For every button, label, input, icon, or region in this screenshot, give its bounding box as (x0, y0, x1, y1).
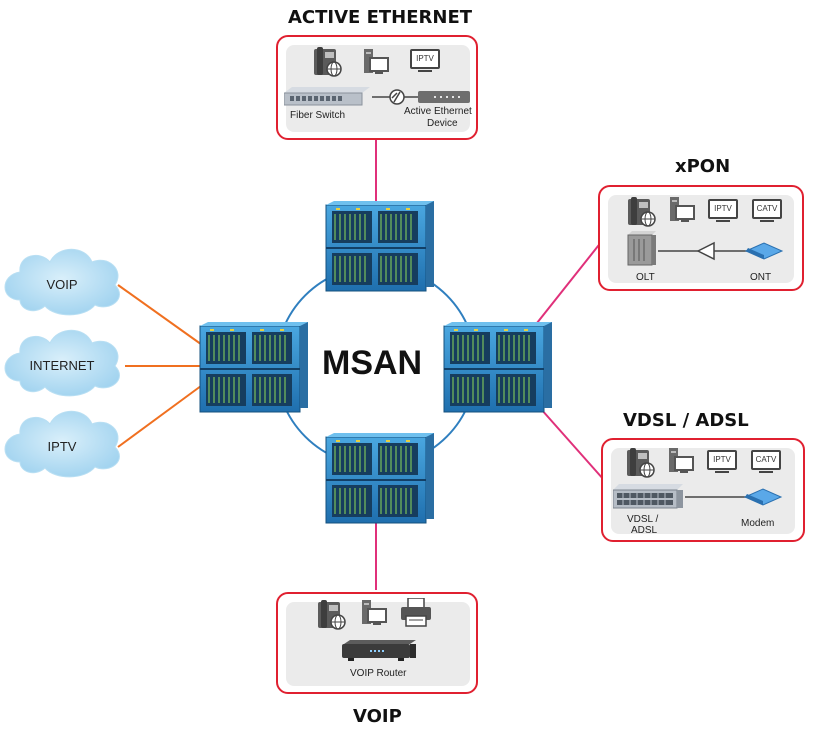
active-ethernet-device-icon (418, 91, 470, 103)
dsl-line-icon (685, 496, 751, 498)
cloud-iptv (4, 410, 120, 478)
computer-icon (669, 448, 694, 474)
voip-router-icon (342, 640, 416, 661)
olt-label: OLT (636, 272, 655, 283)
iptv-icon: IPTV (707, 450, 737, 470)
catv-stand (760, 220, 774, 222)
vdsl-title: VDSL / ADSL (623, 410, 749, 431)
modem-icon (743, 488, 783, 506)
iptv-stand (418, 70, 432, 72)
dslam-icon (613, 484, 683, 509)
vdsl-box: IPTV CATV VDSL / ADSL Modem (601, 438, 805, 542)
xpon-title: xPON (675, 156, 731, 177)
msan-label: MSAN (322, 344, 423, 382)
link-xpon (532, 235, 607, 329)
ip-phone-icon (318, 600, 346, 630)
ip-phone-icon (314, 47, 342, 77)
msan-node-left (199, 321, 309, 413)
cloud-label-internet: INTERNET (29, 358, 95, 373)
active-ethernet-title: ACTIVE ETHERNET (288, 7, 473, 28)
pon-splitter-icon (658, 241, 748, 261)
fiber-switch-icon (284, 87, 370, 106)
catv-icon: CATV (752, 199, 782, 219)
ip-phone-icon (628, 197, 656, 227)
modem-label: Modem (741, 518, 775, 529)
ont-icon (744, 242, 784, 260)
active-ethernet-box: IPTV Fiber Switch Active Ethernet Device (276, 35, 478, 140)
dslam-label-2: ADSL (631, 525, 658, 536)
cloud-internet (4, 329, 120, 397)
link-cloud-iptv (117, 382, 206, 448)
catv-stand (759, 471, 773, 473)
dslam-label-1: VDSL / (627, 514, 659, 525)
cloud-voip (4, 248, 120, 316)
fax-printer-icon (401, 598, 431, 627)
active-ethernet-device-label-2: Device (427, 118, 458, 129)
msan-node-right (443, 321, 553, 413)
fiber-switch-label: Fiber Switch (290, 110, 346, 121)
voip-box: VOIP Router (276, 592, 478, 694)
voip-title: VOIP (353, 706, 402, 727)
active-ethernet-device-label-1: Active Ethernet (404, 106, 472, 117)
msan-node-bottom (325, 432, 435, 524)
fiber-link-icon (372, 89, 422, 105)
ont-label: ONT (750, 272, 772, 283)
computer-icon (364, 49, 389, 75)
link-vdsl (532, 399, 605, 481)
catv-icon: CATV (751, 450, 781, 470)
iptv-stand (715, 471, 729, 473)
link-cloud-voip (117, 284, 206, 348)
links (117, 140, 607, 590)
computer-icon (670, 197, 695, 223)
iptv-icon: IPTV (410, 49, 440, 69)
xpon-box: IPTV CATV OLT ONT (598, 185, 804, 291)
cloud-label-iptv: IPTV (47, 439, 77, 454)
iptv-icon: IPTV (708, 199, 738, 219)
olt-icon (627, 231, 656, 266)
computer-icon (362, 600, 387, 626)
msan-node-top (325, 200, 435, 292)
cloud-label-voip: VOIP (46, 277, 78, 292)
iptv-stand (716, 220, 730, 222)
ip-phone-icon (627, 448, 655, 478)
voip-router-label: VOIP Router (350, 668, 407, 679)
